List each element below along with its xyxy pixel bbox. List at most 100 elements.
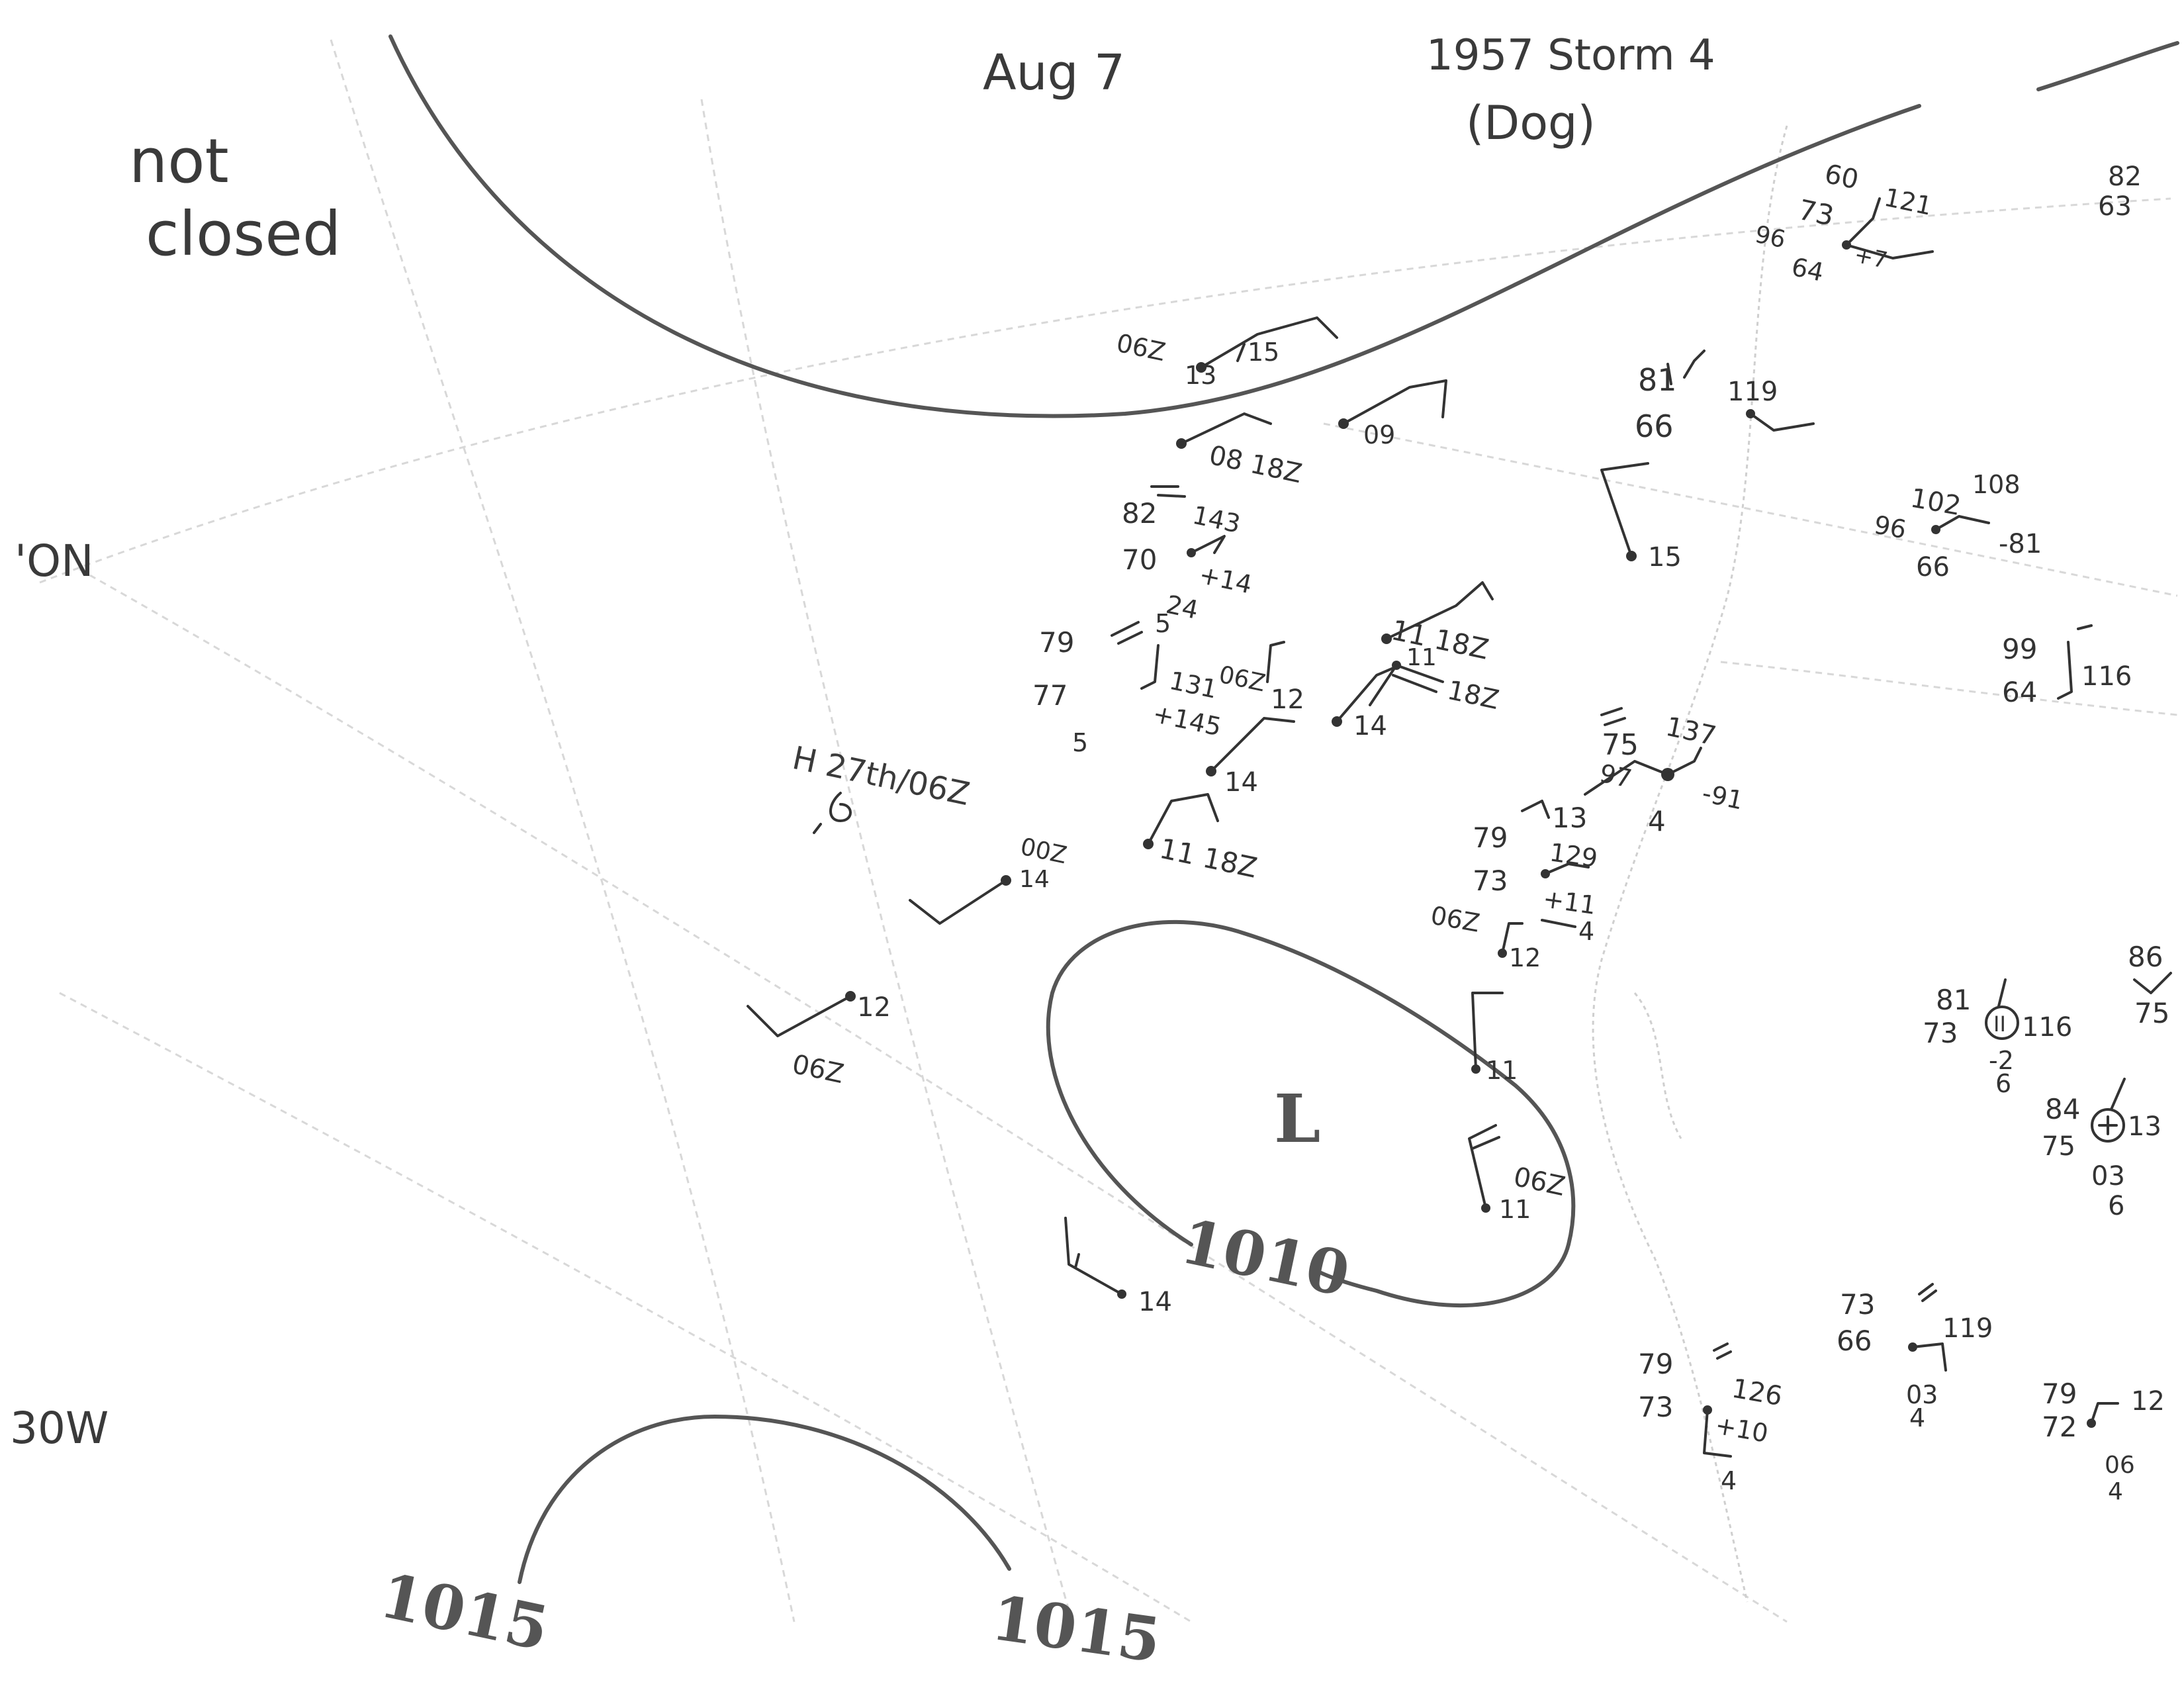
obs-f6-text-4: 6 xyxy=(2108,1191,2124,1221)
obs-b2-text-3: +145 xyxy=(1150,699,1224,742)
obs-f1-text-0: 82 xyxy=(2108,162,2142,192)
obs-b4-text-0: 14 xyxy=(1224,767,1258,798)
latlon-grid xyxy=(39,39,2178,1623)
obs-d4-text-0: 79 xyxy=(1473,821,1508,854)
station-obs-d2: 60 121 73 96 +7 64 xyxy=(1752,159,1934,287)
obs-b5-text-0: 11 18Z xyxy=(1157,832,1260,884)
station-obs-f3: 99 116 64 xyxy=(2002,624,2132,708)
station-obs-b1: 82 143 70 +14 24 5 xyxy=(1122,485,1255,638)
obs-d3-text-2: 97 xyxy=(1597,759,1634,794)
obs-g2-text-2: 73 xyxy=(1638,1391,1673,1423)
obs-e2-text-1: 11 xyxy=(1499,1195,1531,1224)
coastline xyxy=(1592,125,1788,1603)
obs-d3-text-4: 13 xyxy=(1552,802,1587,834)
obs-g1-text-4: 4 xyxy=(1909,1403,1925,1432)
obs-f2-text-3: -81 xyxy=(1999,529,2042,559)
longitude-label: 30W xyxy=(10,1403,109,1454)
obs-e3-text-0: 14 xyxy=(1138,1287,1172,1317)
obs-c2-text-1: 18Z xyxy=(1445,675,1502,716)
station-obs-g3: 79 12 72 06 4 xyxy=(2042,1378,2165,1505)
obs-d2-text-4: +7 xyxy=(1852,242,1889,275)
obs-e1-text-0: 11 xyxy=(1486,1056,1518,1085)
obs-g3-text-1: 12 xyxy=(2131,1386,2165,1417)
hurricane-symbol xyxy=(813,792,852,834)
obs-a1-text-2: 15 xyxy=(1248,338,1279,367)
obs-g1-text-1: 119 xyxy=(1942,1313,1993,1344)
station-obs-d4: 79 129 73 +11 4 xyxy=(1473,821,1600,946)
isobar-trough-curve xyxy=(388,34,1921,418)
station-obs-f4: II 81 116 73 -2 6 xyxy=(1923,978,2072,1098)
obs-f4-text-3: -2 xyxy=(1989,1046,2014,1075)
obs-b2-text-4: 5 xyxy=(1072,728,1088,757)
station-obs-e2: 06Z 11 xyxy=(1468,1124,1568,1224)
obs-d2-text-0: 60 xyxy=(1822,159,1861,196)
obs-f4-text-0: 81 xyxy=(1936,984,1971,1016)
station-obs-a1: 06Z 13 15 xyxy=(1114,316,1338,390)
obs-g2-text-0: 79 xyxy=(1638,1348,1673,1380)
obs-b1-text-0: 82 xyxy=(1122,497,1157,530)
obs-g2-text-1: 126 xyxy=(1729,1374,1784,1413)
obs-b1-text-3: +14 xyxy=(1197,560,1255,600)
obs-b2-text-2: 77 xyxy=(1032,679,1068,712)
obs-g3-text-3: 06 xyxy=(2105,1452,2135,1479)
date-label: Aug 7 xyxy=(983,44,1125,101)
obs-a1-text-1: 13 xyxy=(1185,361,1216,390)
obs-f3-text-1: 116 xyxy=(2081,661,2132,692)
obs-c1-text-0: 11 18Z xyxy=(1388,614,1492,666)
obs-c4-text-0: 15 xyxy=(1648,542,1682,573)
isobar-label-1010: 1010 xyxy=(1175,1205,1355,1311)
obs-c2-text-0: 11 xyxy=(1406,644,1437,671)
obs-a2-text-0: 09 xyxy=(1363,420,1395,449)
storm-title-line2: (Dog) xyxy=(1466,96,1596,150)
isobar-label-1015-right: 1015 xyxy=(987,1582,1165,1677)
obs-f3-text-2: 64 xyxy=(2002,676,2037,708)
obs-g3-text-4: 4 xyxy=(2108,1478,2123,1505)
obs-b1-text-4: 24 xyxy=(1163,590,1201,625)
obs-b2-text-1: 131 xyxy=(1167,666,1220,704)
obs-a1-text-0: 06Z xyxy=(1114,328,1168,367)
station-obs-d5: 06Z 12 xyxy=(1428,901,1541,972)
obs-f5-text-0: 86 xyxy=(2128,941,2163,973)
obs-d1-text-1: 119 xyxy=(1727,377,1778,407)
station-obs-c4: 15 xyxy=(1600,462,1682,573)
station-obs-b5: 11 18Z xyxy=(1143,793,1260,884)
obs-f2-text-0: 102 xyxy=(1908,483,1963,522)
obs-b1-text-1: 143 xyxy=(1190,500,1243,539)
obs-d4-text-4: 4 xyxy=(1578,917,1594,946)
obs-f4-text-2: 73 xyxy=(1923,1017,1958,1049)
obs-f6-text-2: 75 xyxy=(2042,1131,2075,1162)
obs-f6-text-0: 84 xyxy=(2045,1093,2080,1125)
station-plots: 06Z 13 15 09 08 18Z 82 143 70 +14 24 5 xyxy=(747,159,2172,1505)
obs-g1-text-2: 66 xyxy=(1837,1325,1872,1357)
obs-d4-text-2: 73 xyxy=(1473,865,1508,897)
station-obs-a2: 09 xyxy=(1338,379,1447,449)
obs-g2-text-3: +10 xyxy=(1713,1411,1770,1448)
station-obs-e3: 14 xyxy=(1064,1217,1172,1317)
obs-d2-text-1: 121 xyxy=(1882,183,1934,221)
obs-d1-text-2: 66 xyxy=(1635,408,1674,444)
obs-g1-text-3: 03 xyxy=(1906,1380,1938,1409)
station-obs-d1: 81 119 66 xyxy=(1635,350,1815,444)
obs-d4-text-3: +11 xyxy=(1541,884,1598,920)
station-obs-b2: 79 131 77 +145 5 xyxy=(1032,621,1224,757)
station-obs-b7: 12 06Z xyxy=(747,991,891,1090)
station-obs-b6: 00Z 14 xyxy=(909,833,1069,925)
obs-d3-text-5: 4 xyxy=(1648,805,1666,837)
obs-d2-text-5: 64 xyxy=(1789,252,1826,287)
station-obs-c3: 14 xyxy=(1332,664,1401,741)
obs-d3-text-0: 75 xyxy=(1602,728,1639,762)
obs-f6-text-1: 13 xyxy=(2128,1111,2161,1142)
station-obs-c1: 11 18Z xyxy=(1381,581,1494,666)
obs-d2-text-2: 73 xyxy=(1796,193,1837,232)
obs-d4-text-1: 129 xyxy=(1548,837,1600,873)
isobar-label-1015-left: 1015 xyxy=(374,1560,555,1665)
obs-d5-text-0: 06Z xyxy=(1428,901,1482,938)
obs-b6-text-1: 14 xyxy=(1019,866,1050,893)
obs-b7-text-1: 06Z xyxy=(790,1049,846,1090)
obs-g3-text-0: 79 xyxy=(2042,1378,2077,1410)
obs-f4-text-1: 116 xyxy=(2022,1012,2072,1043)
isobar-1015-arc xyxy=(518,1414,1011,1584)
obs-a3-text-0: 08 18Z xyxy=(1206,440,1304,490)
obs-b2-text-0: 79 xyxy=(1039,626,1074,659)
